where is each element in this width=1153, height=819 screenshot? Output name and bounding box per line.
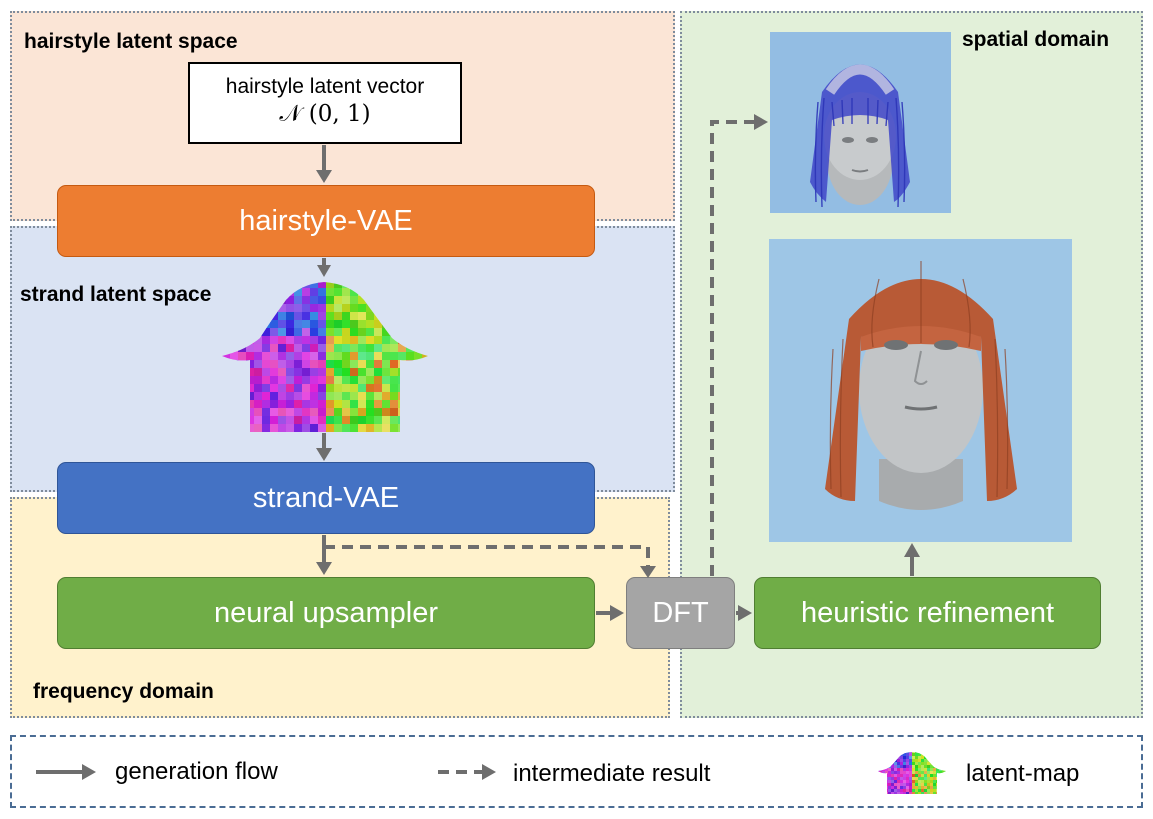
- strand-latent-space-region: [10, 226, 675, 492]
- spatial-domain-label: spatial domain: [962, 28, 1110, 51]
- hairstyle-latent-space-label: hairstyle latent space: [24, 30, 238, 53]
- strand-latent-space-label: strand latent space: [20, 283, 212, 306]
- frequency-domain-label: frequency domain: [33, 680, 214, 703]
- blue-strand-hair-render: [810, 64, 910, 208]
- neural-upsampler-block: neural upsampler: [57, 577, 595, 649]
- hairstyle-vae-block: hairstyle-VAE: [57, 185, 595, 257]
- heuristic-refinement-block: heuristic refinement: [754, 577, 1101, 649]
- final-hairstyle-image: [769, 239, 1072, 542]
- latent-vector-label: hairstyle latent vector: [225, 75, 425, 98]
- legend-intermediate-result: intermediate result: [513, 760, 711, 787]
- normal-distribution-label: 𝒩 (0, 1): [279, 101, 371, 127]
- dft-block: DFT: [626, 577, 735, 649]
- legend-generation-flow: generation flow: [115, 758, 278, 785]
- strand-vae-block: strand-VAE: [57, 462, 595, 534]
- intermediate-result-image: [770, 32, 951, 213]
- legend-latent-map: latent-map: [966, 760, 1080, 787]
- hairstyle-latent-vector-box: hairstyle latent vector 𝒩 (0, 1): [188, 62, 462, 144]
- refined-red-hair-render: [825, 261, 1017, 510]
- legend-box: [10, 735, 1143, 808]
